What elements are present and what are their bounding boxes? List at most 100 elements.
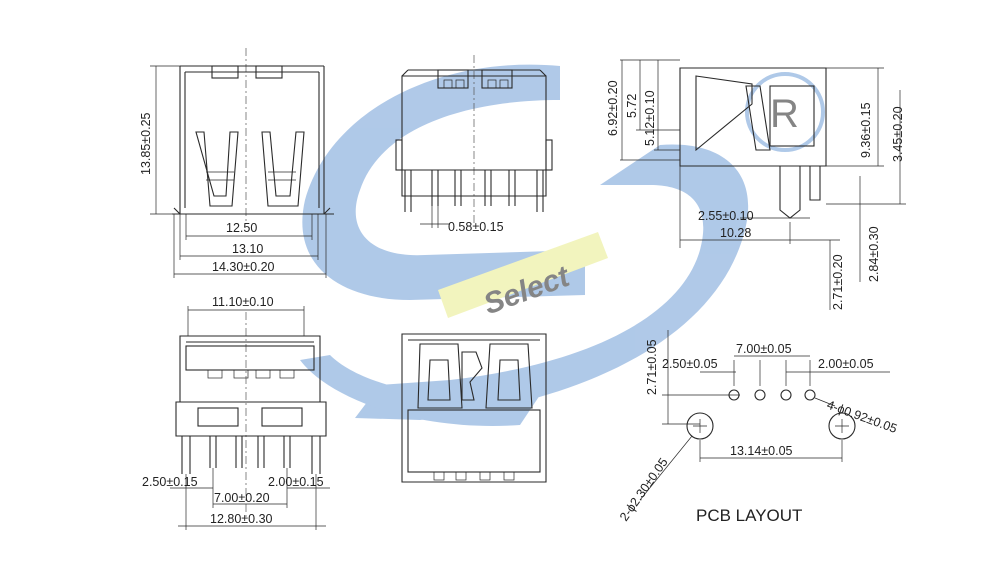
dim-label: 6.92±0.20 (606, 80, 620, 136)
iso-housing (407, 409, 541, 473)
rear-side-tab (545, 139, 553, 171)
dim-pcb-hole-span (699, 440, 843, 462)
dim-label: 11.10±0.10 (212, 295, 274, 309)
dim-front-outer (173, 214, 327, 278)
bottom-window-right (261, 407, 303, 427)
side-view: 6.92±0.20 5.72 5.12±0.10 9.36±0.15 3.45±… (606, 59, 906, 310)
pcb-small-hole (804, 389, 816, 401)
pcb-large-hole (686, 412, 714, 440)
rear-view: 0.58±0.15 (395, 55, 553, 234)
dim-label: 2.71±0.05 (645, 339, 659, 395)
bottom-pin-slot (233, 369, 249, 379)
dim-label: 9.36±0.15 (859, 102, 873, 158)
watermark-arc-tail (300, 355, 540, 426)
rear-tab-right (481, 69, 513, 89)
dim-label: 7.00±0.05 (736, 342, 792, 356)
rear-side-tab (395, 139, 403, 171)
pcb-leader-large (639, 435, 693, 501)
bottom-view: 11.10±0.10 2.50±0.15 2.00±0.15 7.00±0.20… (142, 295, 330, 530)
bottom-pin-slot (279, 369, 295, 379)
dim-label: 2.00±0.15 (268, 475, 324, 489)
front-base (172, 207, 334, 215)
dim-side-d5 (826, 90, 906, 205)
registered-mark-letter: R (770, 92, 799, 136)
rear-pin-slot (499, 79, 509, 89)
bottom-mount-legs (181, 436, 321, 474)
side-contact (695, 75, 753, 152)
watermark-banner (438, 232, 608, 318)
rear-pins (431, 170, 516, 206)
pcb-small-hole (754, 389, 766, 401)
dim-label: 7.00±0.20 (214, 491, 270, 505)
dim-side-d3 (654, 60, 680, 151)
front-contact-left (195, 131, 239, 207)
rear-pin-slot (455, 79, 465, 89)
dim-label: 12.50 (226, 221, 257, 235)
bottom-pin-slot (255, 369, 271, 379)
bottom-tongue (185, 345, 315, 371)
rear-body (401, 69, 547, 197)
side-latch (769, 85, 815, 147)
iso-view (401, 333, 547, 483)
dim-label: 3.45±0.20 (891, 106, 905, 162)
dim-label: 2.84±0.30 (867, 226, 881, 282)
iso-contact-right (485, 343, 533, 409)
registered-mark-ring (745, 72, 825, 152)
pcb-layout: 2.71±0.05 2.50±0.05 7.00±0.05 2.00±0.05 … (617, 330, 899, 525)
dim-front-inner (185, 214, 313, 240)
iso-outer (401, 333, 547, 483)
rear-pin-slot (443, 79, 453, 89)
iso-contact-left (417, 343, 463, 409)
watermark-arc-upper (302, 64, 585, 301)
dim-label: 2.50±0.05 (662, 357, 718, 371)
iso-pin-foot (455, 471, 467, 481)
bottom-pins (209, 436, 291, 468)
pcb-hole-crosshair (693, 419, 849, 433)
dim-label: 5.12±0.10 (643, 90, 657, 146)
front-view: 13.85±0.25 12.50 13.10 14.30±0.20 (139, 48, 334, 278)
dim-bottom-top (187, 306, 305, 336)
dim-label: 13.85±0.25 (139, 112, 153, 175)
dim-label: 2.00±0.05 (818, 357, 874, 371)
front-contact-right (261, 131, 305, 207)
front-shell (179, 65, 325, 214)
dim-front-mid (179, 214, 319, 260)
pcb-title: PCB LAYOUT (696, 506, 802, 525)
side-pins (779, 166, 821, 219)
dim-pcb-pitch-lines (700, 360, 811, 386)
iso-pin-foot (503, 471, 515, 481)
dim-front-height (150, 65, 180, 215)
rear-mount-legs (404, 170, 544, 212)
dim-label: 14.30±0.20 (212, 260, 275, 274)
pcb-leader-small (814, 397, 836, 407)
dim-label: 2.55±0.10 (698, 209, 754, 223)
dim-side-d4 (826, 67, 884, 167)
dim-label: 10.28 (720, 226, 751, 240)
dim-side-d1 (620, 59, 680, 161)
dim-label: 5.72 (625, 94, 639, 118)
dim-label: 2.71±0.20 (831, 254, 845, 310)
dim-label: 2-ϕ2.30±0.05 (617, 455, 671, 523)
pcb-small-hole (780, 389, 792, 401)
iso-center-latch (461, 351, 483, 401)
dim-label: 12.80±0.30 (210, 512, 273, 526)
rear-tab-left (437, 69, 469, 89)
iso-contact-inner (427, 359, 521, 401)
side-spring (745, 85, 771, 151)
bottom-pin-slot (207, 369, 223, 379)
dim-bottom-left (170, 468, 214, 530)
dim-label: 4-ϕ0.92±0.05 (825, 398, 899, 436)
dim-label: 2.50±0.15 (142, 475, 198, 489)
dim-label: 0.58±0.15 (448, 220, 504, 234)
bottom-window-left (197, 407, 239, 427)
iso-pin-foot (433, 471, 445, 481)
pcb-small-hole (728, 389, 740, 401)
watermark-logo: Select R (300, 64, 825, 426)
rear-pin-slot (487, 79, 497, 89)
front-tab-right (255, 65, 283, 79)
dim-bottom-right (286, 468, 330, 530)
dim-rear-pin (420, 206, 450, 228)
dim-bottom-span (212, 492, 288, 508)
dim-label: 13.10 (232, 242, 263, 256)
